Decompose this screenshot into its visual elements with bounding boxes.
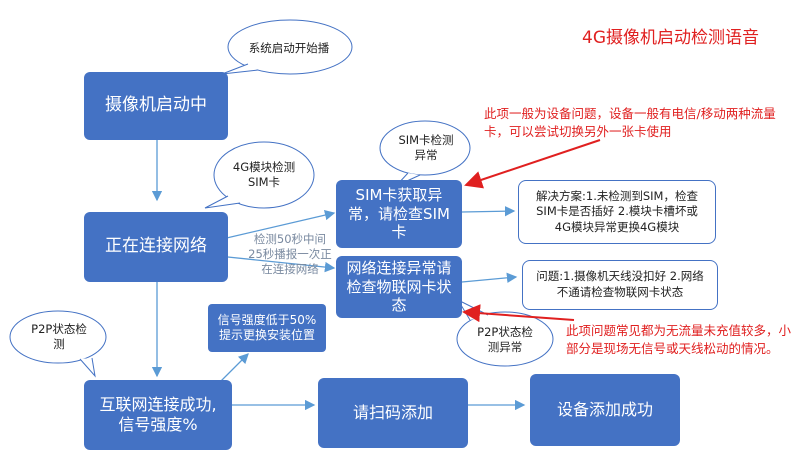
arrow-sim-error-to-solution xyxy=(461,205,516,217)
step-added: 设备添加成功 xyxy=(530,374,680,446)
red-note-net: 此项问题常见都为无流量未充值较多，小部分是现场无信号或天线松动的情况。 xyxy=(566,323,792,357)
step-signal-low: 信号强度低于50%提示更换安装位置 xyxy=(208,304,326,352)
step-connected-line1: 互联网连接成功, xyxy=(99,395,217,414)
bubble-p2p-check: P2P状态检测 xyxy=(28,320,90,354)
red-note-sim: 此项一般为设备问题，设备一般有电信/移动两种流量卡，可以尝试切换另外一张卡使用 xyxy=(484,106,776,140)
step-boot-label: 摄像机启动中 xyxy=(105,95,207,116)
step-sim-error-label: SIM卡获取异常，请检查SIM卡 xyxy=(348,185,450,242)
step-connected: 互联网连接成功, 信号强度% xyxy=(84,380,232,450)
step-added-label: 设备添加成功 xyxy=(556,400,653,419)
step-connecting: 正在连接网络 xyxy=(84,212,228,282)
step-net-error: 网络连接异常请检查物联网卡状态 xyxy=(336,256,462,318)
note-net-problem-text: 问题:1.摄像机天线没扣好 2.网络不通请检查物联网卡状态 xyxy=(536,269,704,299)
note-sim-solution-text: 解决方案:1.未检测到SIM，检查SIM卡是否插好 2.模块卡槽坏或4G模块异常… xyxy=(536,188,698,234)
bubble-p2p-error-text: P2P状态检测异常 xyxy=(477,325,533,354)
step-boot: 摄像机启动中 xyxy=(84,72,228,140)
red-arrow-sim xyxy=(464,139,601,189)
arrow-connected-to-signal-low xyxy=(217,353,249,385)
step-sim-error: SIM卡获取异常，请检查SIM卡 xyxy=(336,180,462,248)
arrow-connecting-to-net-error xyxy=(217,255,336,273)
bubble-sim-check-text: SIM卡检测异常 xyxy=(398,133,454,162)
step-signal-low-label: 信号强度低于50%提示更换安装位置 xyxy=(217,313,317,342)
bubble-system-start-text: 系统启动开始播 xyxy=(248,40,330,55)
note-net-problem: 问题:1.摄像机天线没扣好 2.网络不通请检查物联网卡状态 xyxy=(522,260,718,310)
arrow-net-error-to-problem xyxy=(461,272,518,284)
step-connecting-label: 正在连接网络 xyxy=(105,236,207,257)
red-arrow-net xyxy=(462,304,575,323)
bubble-shape-p2p-check xyxy=(9,310,107,378)
note-sim-solution: 解决方案:1.未检测到SIM，检查SIM卡是否插好 2.模块卡槽坏或4G模块异常… xyxy=(518,180,716,244)
step-net-error-label: 网络连接异常请检查物联网卡状态 xyxy=(346,258,452,315)
step-scan: 请扫码添加 xyxy=(318,378,468,448)
bubble-p2p-check-text: P2P状态检测 xyxy=(31,322,87,351)
bubble-sim-check: SIM卡检测异常 xyxy=(398,130,454,166)
bubble-p2p-error: P2P状态检测异常 xyxy=(472,322,538,358)
gray-annotation: 检测50秒中间25秒播报一次正在连接网络 xyxy=(248,232,332,276)
bubble-system-start: 系统启动开始播 xyxy=(244,28,334,68)
bubble-module-check-text: 4G模块检测SIM卡 xyxy=(232,160,296,189)
diagram-title: 4G摄像机启动检测语音 xyxy=(582,28,759,48)
step-scan-label: 请扫码添加 xyxy=(352,403,433,422)
arrow-connecting-to-sim-error xyxy=(217,209,336,241)
bubble-shape-module-check xyxy=(204,141,315,209)
step-connected-line2: 信号强度% xyxy=(118,415,198,434)
bubble-module-check: 4G模块检测SIM卡 xyxy=(230,150,298,200)
